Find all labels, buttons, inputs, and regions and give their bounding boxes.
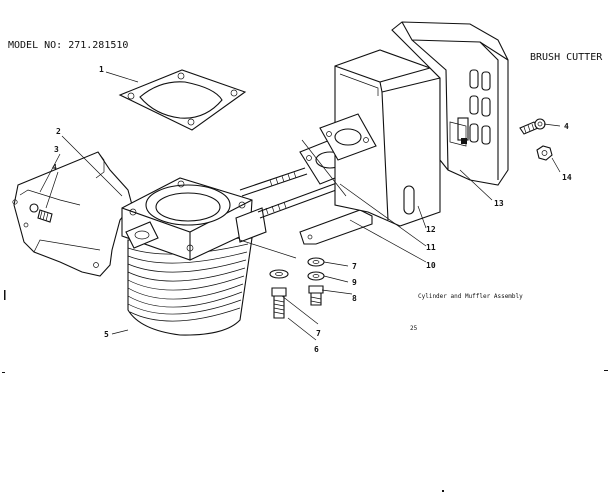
- part-label-6: 6: [314, 345, 319, 354]
- bolt-assembly-front: [269, 269, 289, 319]
- diagram-caption: Cylinder and Muffler Assembly: [418, 293, 523, 300]
- cylinder: [121, 177, 267, 336]
- part-label-4-right: 4: [564, 122, 569, 131]
- screw-left: [29, 203, 53, 223]
- hex-nut: [536, 145, 553, 161]
- part-label-3: 3: [54, 145, 59, 154]
- part-label-10: 10: [426, 261, 436, 270]
- screw-right: [519, 118, 546, 135]
- part-label-8: 8: [352, 294, 357, 303]
- cylinder-gasket: [118, 69, 247, 131]
- product-title: BRUSH CUTTER: [530, 52, 603, 63]
- part-label-1: 1: [99, 65, 104, 74]
- part-label-9: 9: [352, 278, 357, 287]
- muffler-cover: [391, 21, 509, 186]
- muffler-bracket: [299, 209, 373, 245]
- heat-shield: [12, 151, 133, 277]
- part-label-2: 2: [56, 127, 61, 136]
- part-label-13: 13: [494, 199, 504, 208]
- model-number: MODEL NO: 271.281510: [8, 40, 128, 51]
- scan-mark-bottom: [442, 490, 444, 492]
- bolt-assembly-rear: [307, 257, 325, 306]
- muffler: [319, 49, 441, 227]
- part-label-7-upper: 7: [352, 262, 357, 271]
- part-label-4-left: 4: [52, 163, 57, 172]
- leader-lines: [39, 71, 561, 341]
- part-label-5: 5: [104, 330, 109, 339]
- scan-mark-left: [4, 290, 6, 300]
- scan-mark-left-lower: [2, 372, 5, 373]
- part-labels: 1 2 3 4 4 5 6 7 7 8 9 10 11 12 13 14: [52, 65, 572, 354]
- part-label-14: 14: [562, 173, 572, 182]
- part-label-7-lower: 7: [316, 329, 321, 338]
- stud-bolts: [239, 167, 348, 219]
- page-number: 25: [410, 325, 418, 332]
- scan-mark-right: [604, 370, 608, 371]
- part-label-12: 12: [426, 225, 436, 234]
- part-label-11: 11: [426, 243, 436, 252]
